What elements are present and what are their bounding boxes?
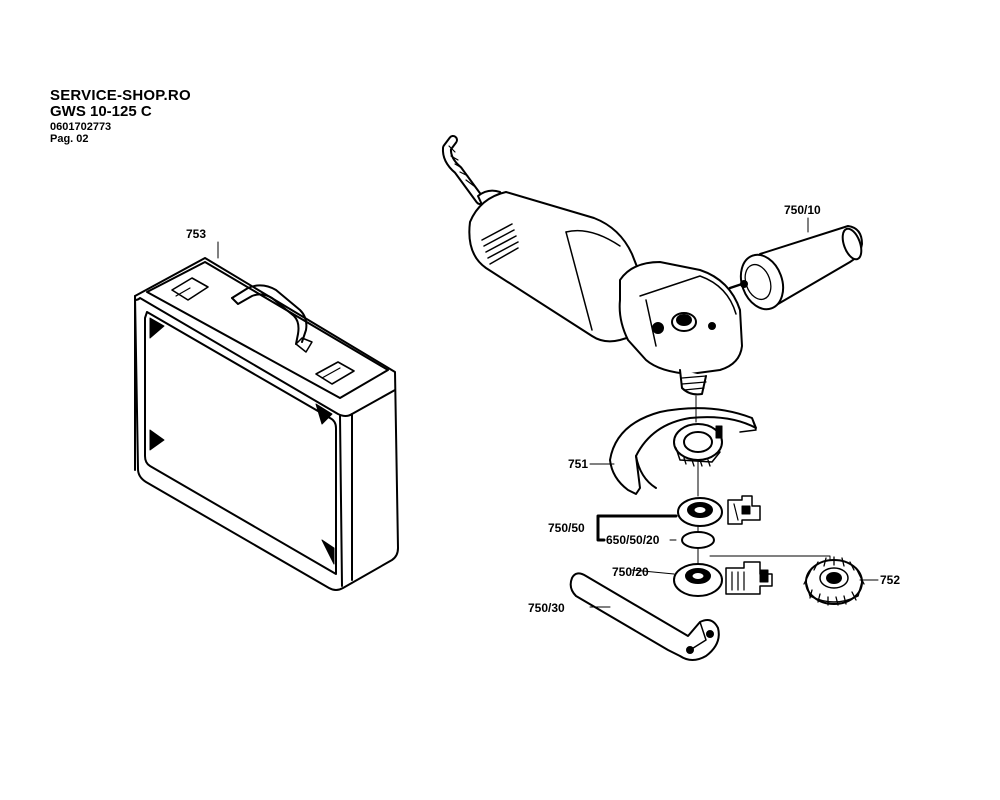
label-750-20: 750/20 [612, 565, 649, 579]
quick-release-nut [803, 556, 865, 606]
angle-grinder [441, 135, 743, 396]
bracket-750-50 [596, 514, 678, 542]
part-number: 0601702773 [50, 121, 112, 133]
label-750-30: 750/30 [528, 601, 565, 615]
leader-lines [217, 217, 879, 608]
clamp-nut [673, 561, 773, 597]
carry-case [134, 257, 399, 591]
label-751: 751 [568, 457, 588, 471]
label-752: 752 [880, 573, 900, 587]
wheel-guard [609, 407, 757, 495]
o-ring [681, 531, 715, 549]
label-753: 753 [186, 227, 206, 241]
header-block: SERVICE-SHOP.RO GWS 10-125 C 0601702773 … [50, 88, 191, 145]
pin-spanner [569, 572, 720, 661]
label-650-50-20: 650/50/20 [606, 533, 660, 547]
model-name: GWS 10-125 C [50, 103, 152, 120]
site-name: SERVICE-SHOP.RO [50, 87, 191, 104]
label-750-10: 750/10 [784, 203, 821, 217]
auxiliary-handle [728, 225, 863, 311]
label-750-50: 750/50 [548, 521, 585, 535]
page-number: Pag. 02 [50, 133, 89, 145]
inner-flange [677, 495, 761, 527]
